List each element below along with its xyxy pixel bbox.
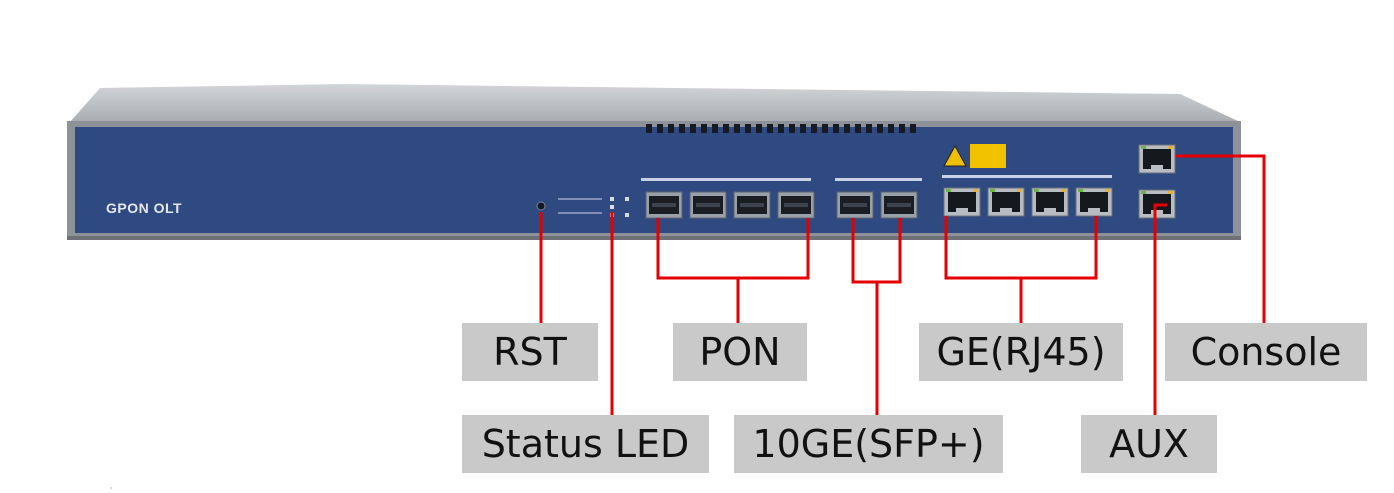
laser-warning-icon: [943, 144, 967, 167]
vent-slot: [679, 124, 685, 133]
reset-button[interactable]: [536, 201, 546, 211]
label-console: Console: [1165, 323, 1367, 381]
rj45-socket: [992, 192, 1020, 212]
sfp-cage-slot: [652, 203, 676, 207]
ge-section: [942, 175, 1113, 217]
rj45-latch: [1000, 208, 1012, 212]
sfp-cage-slot: [696, 203, 720, 207]
rj45-led: [973, 189, 978, 192]
sfp-cage-slot: [784, 203, 808, 207]
label-rst: RST: [462, 323, 598, 381]
callout-pon: [656, 218, 810, 280]
vent-slot: [668, 124, 674, 133]
sfp-cage-slot: [740, 203, 764, 207]
vent-slot: [888, 124, 894, 133]
vent-slots: [646, 124, 916, 133]
chassis-top: [70, 84, 1240, 122]
vent-slot: [701, 124, 707, 133]
ge-port[interactable]: [943, 187, 981, 217]
vent-slot: [844, 124, 850, 133]
rj45-led: [1105, 189, 1110, 192]
sfp-bracket: [835, 178, 922, 181]
ge-bracket: [942, 175, 1112, 178]
rj45-led: [1078, 189, 1083, 192]
label-aux: AUX: [1081, 415, 1217, 473]
rj45-latch: [1151, 165, 1163, 169]
vent-slot: [910, 124, 916, 133]
vent-slot: [690, 124, 696, 133]
vent-slot: [789, 124, 795, 133]
vent-slot: [866, 124, 872, 133]
vent-slot: [899, 124, 905, 133]
callouts: [539, 154, 1266, 415]
rj45-led: [1168, 146, 1173, 149]
pon-port[interactable]: [645, 191, 683, 219]
rj45-latch: [1044, 208, 1056, 212]
vent-slot: [811, 124, 817, 133]
rj45-led: [1034, 189, 1039, 192]
rj45-latch: [1151, 210, 1163, 214]
warning-labels: [943, 144, 1006, 168]
rj45-socket: [1143, 149, 1171, 169]
label-status-led: Status LED: [462, 415, 709, 473]
status-led: [625, 213, 629, 217]
vent-slot: [734, 124, 740, 133]
vent-slot: [745, 124, 751, 133]
vent-slot: [646, 124, 652, 133]
pon-port[interactable]: [777, 191, 815, 219]
status-led: [610, 197, 614, 201]
pon-port[interactable]: [689, 191, 727, 219]
ge-port[interactable]: [1075, 187, 1113, 217]
rj45-led: [1141, 146, 1146, 149]
status-led: [625, 197, 629, 201]
sfp-cage-slot: [843, 203, 867, 207]
vent-slot: [767, 124, 773, 133]
pon-bracket: [641, 178, 811, 181]
rj45-led: [1017, 189, 1022, 192]
led-text-decoration: [558, 212, 602, 214]
rj45-led: [990, 189, 995, 192]
pon-port[interactable]: [733, 191, 771, 219]
label-ge: GE(RJ45): [919, 323, 1123, 381]
label-pon: PON: [673, 323, 807, 381]
rj45-led: [1168, 191, 1173, 194]
vent-slot: [855, 124, 861, 133]
console-port[interactable]: [1138, 144, 1176, 174]
rj45-socket: [1036, 192, 1064, 212]
vent-slot: [657, 124, 663, 133]
vent-slot: [712, 124, 718, 133]
callout-aux: [1153, 203, 1167, 415]
sfp-section: [835, 178, 922, 219]
sfp-plus-port[interactable]: [836, 191, 874, 219]
chassis-bottom-edge: [67, 236, 1241, 240]
sfp-cage-slot: [887, 203, 911, 207]
rj45-latch: [1088, 208, 1100, 212]
vent-slot: [877, 124, 883, 133]
rj45-led: [946, 189, 951, 192]
vent-slot: [833, 124, 839, 133]
ge-port[interactable]: [1031, 187, 1069, 217]
ge-port[interactable]: [987, 187, 1025, 217]
status-led: [610, 205, 614, 209]
vent-slot: [822, 124, 828, 133]
warning-sticker: [970, 144, 1006, 168]
rj45-latch: [956, 208, 968, 212]
device-name: GPON OLT: [106, 200, 183, 216]
sfp-plus-port[interactable]: [880, 191, 918, 219]
vent-slot: [778, 124, 784, 133]
tick-mark: ': [110, 486, 112, 493]
vent-slot: [756, 124, 762, 133]
led-text-decoration: [558, 198, 602, 200]
label-sfp: 10GE(SFP+): [734, 415, 1003, 473]
rj45-socket: [948, 192, 976, 212]
mgmt-section: [1138, 144, 1176, 219]
vent-slot: [723, 124, 729, 133]
rj45-led: [1141, 191, 1146, 194]
pon-section: [641, 178, 815, 219]
rj45-socket: [1080, 192, 1108, 212]
callout-console: [1176, 154, 1266, 323]
vent-slot: [800, 124, 806, 133]
rj45-led: [1061, 189, 1066, 192]
